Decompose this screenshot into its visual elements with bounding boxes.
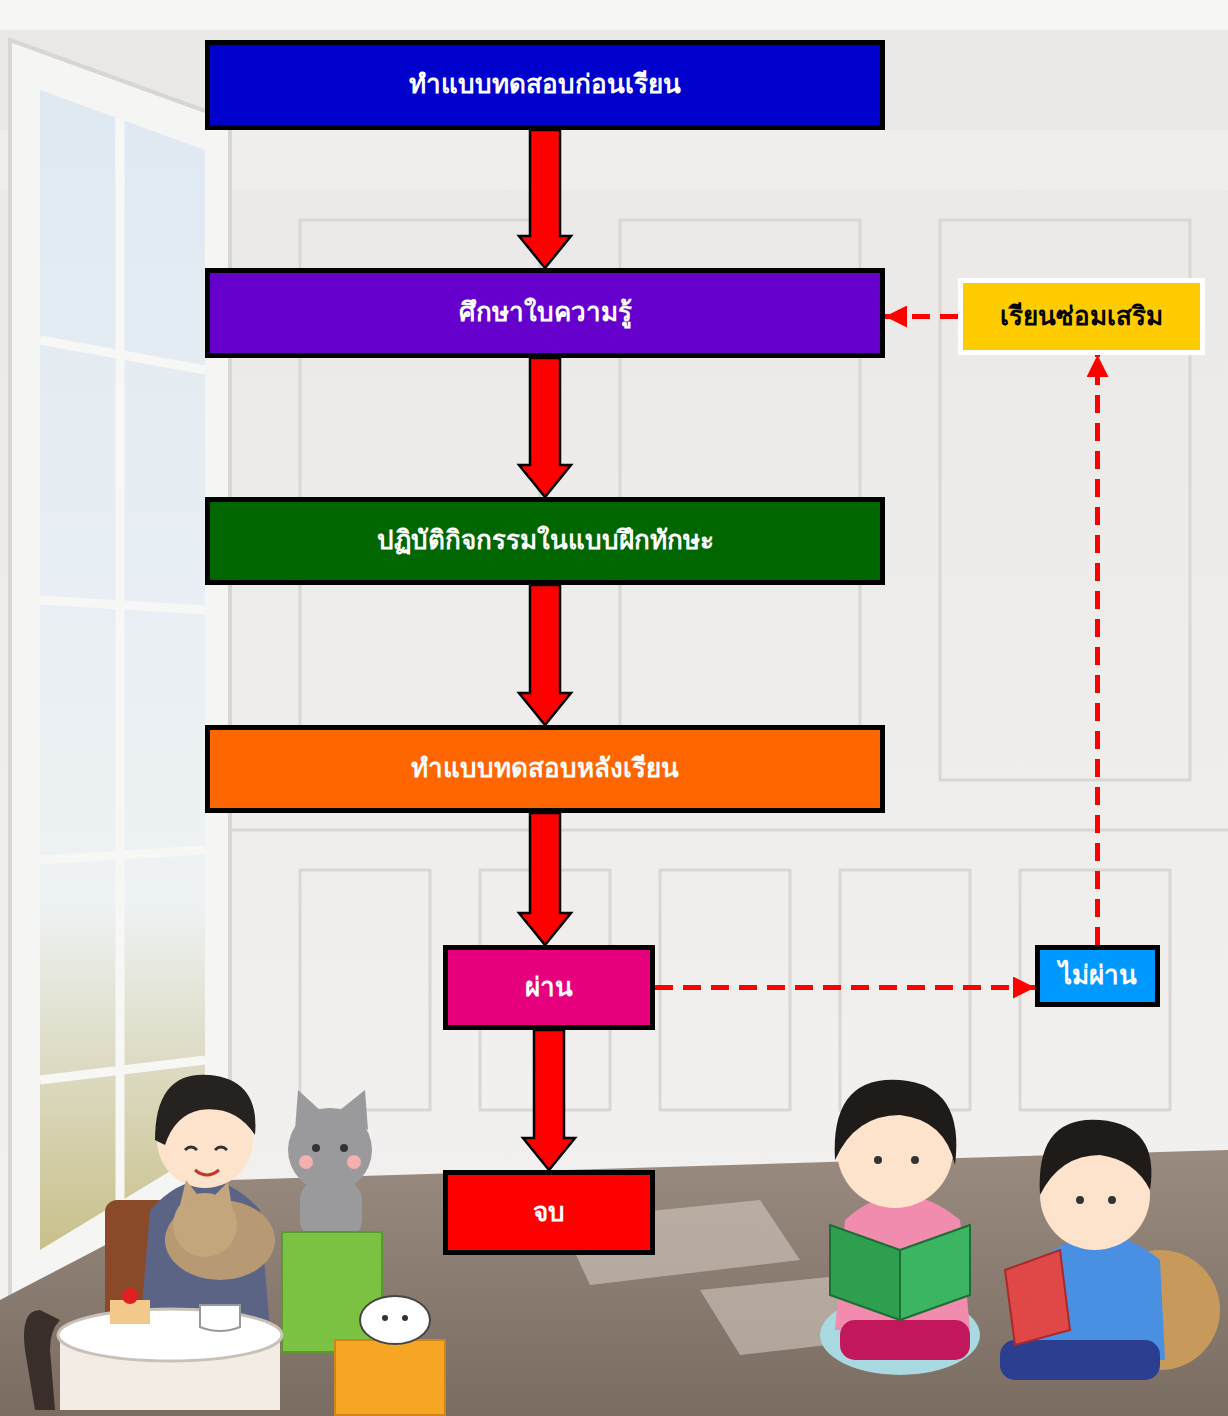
flow-arrow	[519, 130, 571, 268]
end-box: จบ	[443, 1170, 655, 1255]
table	[58, 1288, 282, 1410]
result-box: ผ่าน	[443, 945, 655, 1030]
boy-reading	[1000, 1120, 1220, 1380]
box-label: ปฏิบัติกิจกรรมในแบบฝึกทักษะ	[377, 524, 714, 558]
dashed-arrow	[655, 985, 1035, 990]
cornice	[0, 0, 1228, 30]
process-box: ปฏิบัติกิจกรรมในแบบฝึกทักษะ	[205, 497, 885, 585]
box-label: ไม่ผ่าน	[1059, 959, 1137, 993]
flow-arrow	[519, 585, 571, 725]
boxes	[282, 1232, 445, 1415]
dashed-arrow	[885, 314, 958, 319]
result-box: ไม่ผ่าน	[1035, 945, 1160, 1007]
process-box: ศึกษาใบความรู้	[205, 268, 885, 358]
box-label: เรียนซ่อมเสริม	[1000, 300, 1163, 334]
process-box: ทำแบบทดสอบก่อนเรียน	[205, 40, 885, 130]
box-label: จบ	[533, 1196, 565, 1230]
flow-arrow	[523, 1030, 575, 1170]
flow-arrow	[519, 813, 571, 945]
flow-arrow	[519, 358, 571, 497]
box-label: ทำแบบทดสอบหลังเรียน	[411, 752, 679, 786]
remedial-box: เรียนซ่อมเสริม	[958, 278, 1205, 355]
process-box: ทำแบบทดสอบหลังเรียน	[205, 725, 885, 813]
dashed-arrow	[1095, 355, 1100, 945]
box-label: ผ่าน	[525, 971, 573, 1005]
box-label: ทำแบบทดสอบก่อนเรียน	[409, 68, 681, 102]
girl-reading	[820, 1080, 980, 1375]
box-label: ศึกษาใบความรู้	[459, 296, 632, 330]
